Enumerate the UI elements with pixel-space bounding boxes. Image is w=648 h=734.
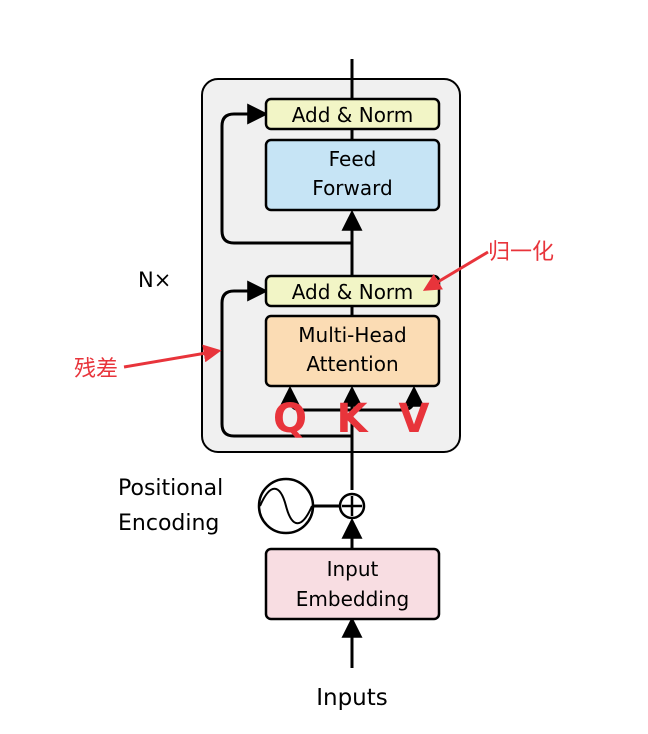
multi-head-attention-box	[264, 314, 441, 388]
add-norm-bottom-box	[264, 274, 441, 308]
qkv-v-label: V	[399, 396, 430, 442]
feed-forward-label-2: Forward	[312, 176, 392, 200]
feed-forward-label-1: Feed	[329, 147, 377, 171]
multi-head-label-2: Attention	[306, 352, 398, 376]
q-branch-arrow	[279, 385, 352, 412]
normalization-arrow	[422, 250, 489, 291]
add-norm-top-box	[264, 97, 441, 131]
feed-forward-box	[264, 138, 441, 212]
add-norm-bottom-label: Add & Norm	[292, 280, 414, 304]
residual-arrow	[123, 344, 222, 369]
add-norm-top-label: Add & Norm	[292, 103, 414, 127]
normalization-label: 归一化	[488, 240, 554, 265]
positional-label-1: Positional	[118, 476, 223, 501]
input-embedding-label-1: Input	[327, 557, 379, 581]
qkv-k-label: K	[337, 396, 370, 442]
qkv-q-label: Q	[273, 396, 307, 442]
input-embedding-label-2: Embedding	[296, 587, 409, 611]
residual-label: 残差	[74, 357, 118, 382]
residual-path-top	[220, 103, 352, 245]
v-branch-arrow	[352, 385, 425, 412]
inputs-label: Inputs	[316, 685, 388, 711]
sine-wave-icon	[259, 487, 313, 525]
input-embedding-box	[264, 547, 441, 621]
residual-path-bottom	[220, 280, 352, 438]
multi-head-label-1: Multi-Head	[298, 323, 406, 347]
nx-label: N×	[138, 268, 171, 292]
positional-label-2: Encoding	[118, 511, 219, 536]
